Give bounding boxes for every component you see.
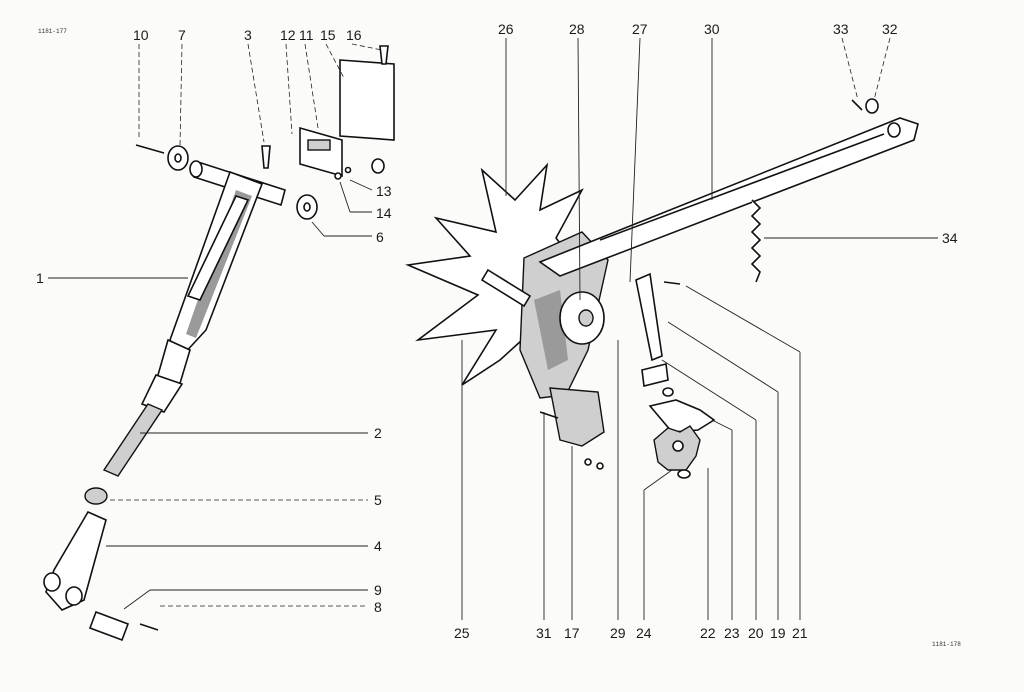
callout-30: 30 — [704, 21, 720, 37]
callout-31: 31 — [536, 625, 552, 641]
plate-20 — [641, 363, 669, 387]
callout-14: 14 — [376, 205, 392, 221]
callout-13: 13 — [376, 183, 392, 199]
callout-16: 16 — [346, 27, 362, 43]
callout-28: 28 — [569, 21, 585, 37]
washer-13 — [371, 158, 385, 174]
lower-fork-17 — [549, 387, 605, 447]
callout-27: 27 — [632, 21, 648, 37]
washer-32 — [865, 98, 879, 114]
threaded-rod-2 — [102, 403, 164, 477]
adjusting-bolt-19 — [635, 272, 663, 362]
callout-4: 4 — [374, 538, 382, 554]
drawing-ref-left: 1181-177 — [38, 28, 67, 35]
callout-19: 19 — [770, 625, 786, 641]
bracket-plate-15 — [339, 59, 395, 141]
callout-34: 34 — [942, 230, 958, 246]
pin-10 — [135, 144, 165, 154]
callout-3: 3 — [244, 27, 252, 43]
callout-24: 24 — [636, 625, 652, 641]
pin-33 — [851, 99, 863, 111]
callout-21: 21 — [792, 625, 808, 641]
leader-lines — [48, 37, 938, 620]
bolt-16 — [379, 45, 389, 65]
fork-clevis-4 — [45, 510, 107, 611]
callout-8: 8 — [374, 599, 382, 615]
counter-11 — [299, 126, 343, 178]
callout-15: 15 — [320, 27, 336, 43]
cross-pin-25 — [480, 268, 532, 308]
washer-24 — [662, 387, 674, 397]
split-pin-21 — [663, 281, 681, 285]
callout-9: 9 — [374, 582, 382, 598]
callout-5: 5 — [374, 492, 382, 508]
nut-5 — [84, 487, 108, 505]
nut-14 — [334, 172, 342, 180]
callout-20: 20 — [748, 625, 764, 641]
callout-7: 7 — [178, 27, 186, 43]
callout-32: 32 — [882, 21, 898, 37]
callout-6: 6 — [376, 229, 384, 245]
callout-26: 26 — [498, 21, 514, 37]
split-pin-8 — [139, 623, 159, 631]
bolt-31 — [539, 411, 559, 419]
drawing-ref-right: 1181-178 — [932, 641, 961, 648]
callout-2: 2 — [374, 425, 382, 441]
spring-34 — [750, 199, 762, 283]
wing-nut-23 — [648, 399, 716, 433]
long-arm-30 — [538, 117, 919, 277]
callout-25: 25 — [454, 625, 470, 641]
callout-10: 10 — [133, 27, 149, 43]
callout-29: 29 — [610, 625, 626, 641]
callout-22: 22 — [700, 625, 716, 641]
callout-23: 23 — [724, 625, 740, 641]
callout-33: 33 — [833, 21, 849, 37]
clevis-pin-9 — [88, 610, 130, 642]
callout-1: 1 — [36, 270, 44, 286]
callout-12: 12 — [280, 27, 296, 43]
callout-numbers: 10 7 3 12 11 15 16 1 13 14 6 2 5 4 9 8 2… — [36, 21, 958, 641]
left-assembly — [43, 45, 395, 642]
callout-17: 17 — [564, 625, 580, 641]
callout-11: 11 — [299, 27, 314, 43]
right-assembly — [405, 98, 919, 479]
screw-3 — [261, 145, 271, 169]
